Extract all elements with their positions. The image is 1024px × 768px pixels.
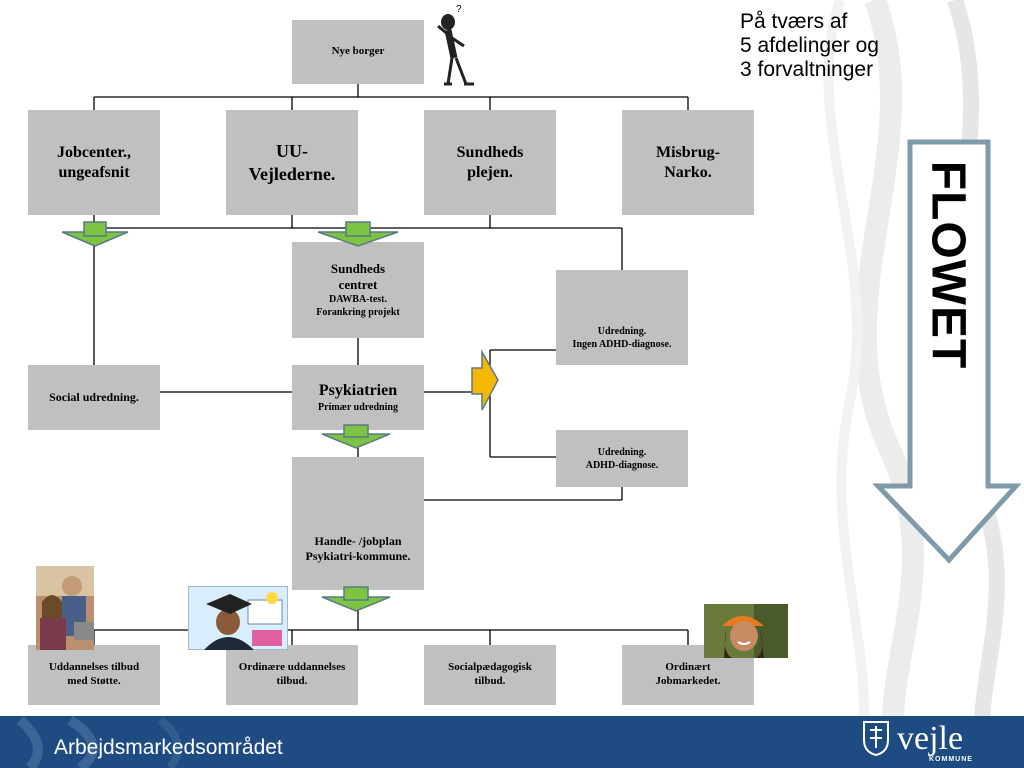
node-socialpaedagogisk-line2: tilbud. xyxy=(474,675,506,687)
node-udredning-adhd: Udredning. ADHD-diagnose. xyxy=(556,430,688,487)
header-note-line1: På tværs af xyxy=(740,10,848,33)
node-socialpaedagogisk: Socialpædagogisk tilbud. xyxy=(424,645,556,705)
node-sundheds-plejen: Sundheds plejen. xyxy=(424,110,556,215)
node-sundheds-centret-sub2: Forankring projekt xyxy=(316,307,400,319)
node-udredning-adhd-line1: Udredning. xyxy=(597,446,647,458)
node-udredning-ingen-adhd: Udredning. Ingen ADHD-diagnose. xyxy=(556,270,688,365)
node-ordinaere-uddannelses-line1: Ordinære uddannelses xyxy=(238,661,346,674)
node-uddannelses-line2: med Støtte. xyxy=(67,675,121,687)
node-social-udredning-label: Social udredning. xyxy=(49,390,139,404)
header-note-line2: 5 afdelinger og xyxy=(740,34,879,57)
node-uddannelses-tilbud: Uddannelses tilbud med Støtte. xyxy=(28,645,160,705)
node-jobcenter-line2: ungeafsnit xyxy=(58,163,130,181)
node-udredning-ingen-line1: Udredning. xyxy=(597,326,647,337)
node-handleplan-line2: Psykiatri-kommune. xyxy=(305,549,411,563)
node-udredning-adhd-line2: ADHD-diagnose. xyxy=(585,459,659,471)
node-handleplan: Handle- /jobplan Psykiatri-kommune. xyxy=(292,457,424,590)
node-psykiatrien-sub: Primær udredning xyxy=(318,402,398,413)
node-sundheds-centret: Sundheds centret DAWBA-test. Forankring … xyxy=(292,242,424,338)
footer-title: Arbejdsmarkedsområdet xyxy=(54,736,283,759)
node-sundheds-centret-line2: centret xyxy=(338,277,378,292)
node-misbrug-narko: Misbrug- Narko. xyxy=(622,110,754,215)
vejle-logo: vejle xyxy=(897,720,964,757)
flowet-down-arrow xyxy=(872,139,1022,564)
thinking-figure-icon: ? xyxy=(437,4,474,86)
node-uu-line2: Vejlederne. xyxy=(248,163,336,184)
flowet-label: FLOWET xyxy=(921,160,975,370)
green-arrow-stem-2 xyxy=(345,221,371,237)
node-uddannelses-line1: Uddannelses tilbud xyxy=(48,661,140,674)
node-jobcenter-line1: Jobcenter., xyxy=(56,143,132,161)
green-arrow-stem-4 xyxy=(343,586,369,601)
node-ordinaere-uddannelses: Ordinære uddannelses tilbud. xyxy=(226,645,358,705)
header-note-line3: 3 forvaltninger xyxy=(740,58,874,81)
node-uu-line1: UU- xyxy=(276,141,308,161)
footer-watermark-waves xyxy=(16,716,182,768)
graduate-clipart xyxy=(188,586,288,650)
students-computer-photo xyxy=(36,566,94,650)
node-ordinaere-uddannelses-line2: tilbud. xyxy=(276,675,308,687)
header-note: På tværs af 5 afdelinger og 3 forvaltnin… xyxy=(740,10,879,82)
node-psykiatrien: Psykiatrien Primær udredning xyxy=(292,365,424,430)
orange-right-arrow xyxy=(471,349,499,411)
node-sundheds-plejen-line2: plejen. xyxy=(467,163,513,181)
node-uu-vejlederne: UU- Vejlederne. xyxy=(226,110,358,215)
node-sundheds-plejen-line1: Sundheds xyxy=(456,143,524,161)
svg-text:?: ? xyxy=(456,4,462,15)
node-udredning-ingen-line2: Ingen ADHD-diagnose. xyxy=(572,339,672,350)
worker-woman-photo xyxy=(704,604,788,658)
node-nye-borger: Nye borger xyxy=(292,20,424,84)
node-handleplan-line1: Handle- /jobplan xyxy=(314,534,402,548)
node-social-udredning: Social udredning. xyxy=(28,365,160,430)
green-arrow-stem-3 xyxy=(343,424,369,438)
node-ordinaert-line1: Ordinært xyxy=(665,661,711,674)
node-socialpaedagogisk-line1: Socialpædagogisk xyxy=(448,661,532,674)
node-sundheds-centret-sub1: DAWBA-test. xyxy=(328,294,388,306)
node-sundheds-centret-line1: Sundheds xyxy=(330,260,386,276)
node-psykiatrien-title: Psykiatrien xyxy=(318,382,398,399)
node-misbrug-line1: Misbrug- xyxy=(656,143,720,161)
node-nye-borger-label: Nye borger xyxy=(331,45,385,58)
node-misbrug-line2: Narko. xyxy=(664,163,712,181)
node-ordinaert-line2: Jobmarkedet. xyxy=(655,675,721,687)
vejle-coat-of-arms-icon xyxy=(863,721,889,756)
vejle-logo-sub: KOMMUNE xyxy=(929,756,973,763)
node-jobcenter: Jobcenter., ungeafsnit xyxy=(28,110,160,215)
green-arrow-stem-1 xyxy=(83,221,107,237)
